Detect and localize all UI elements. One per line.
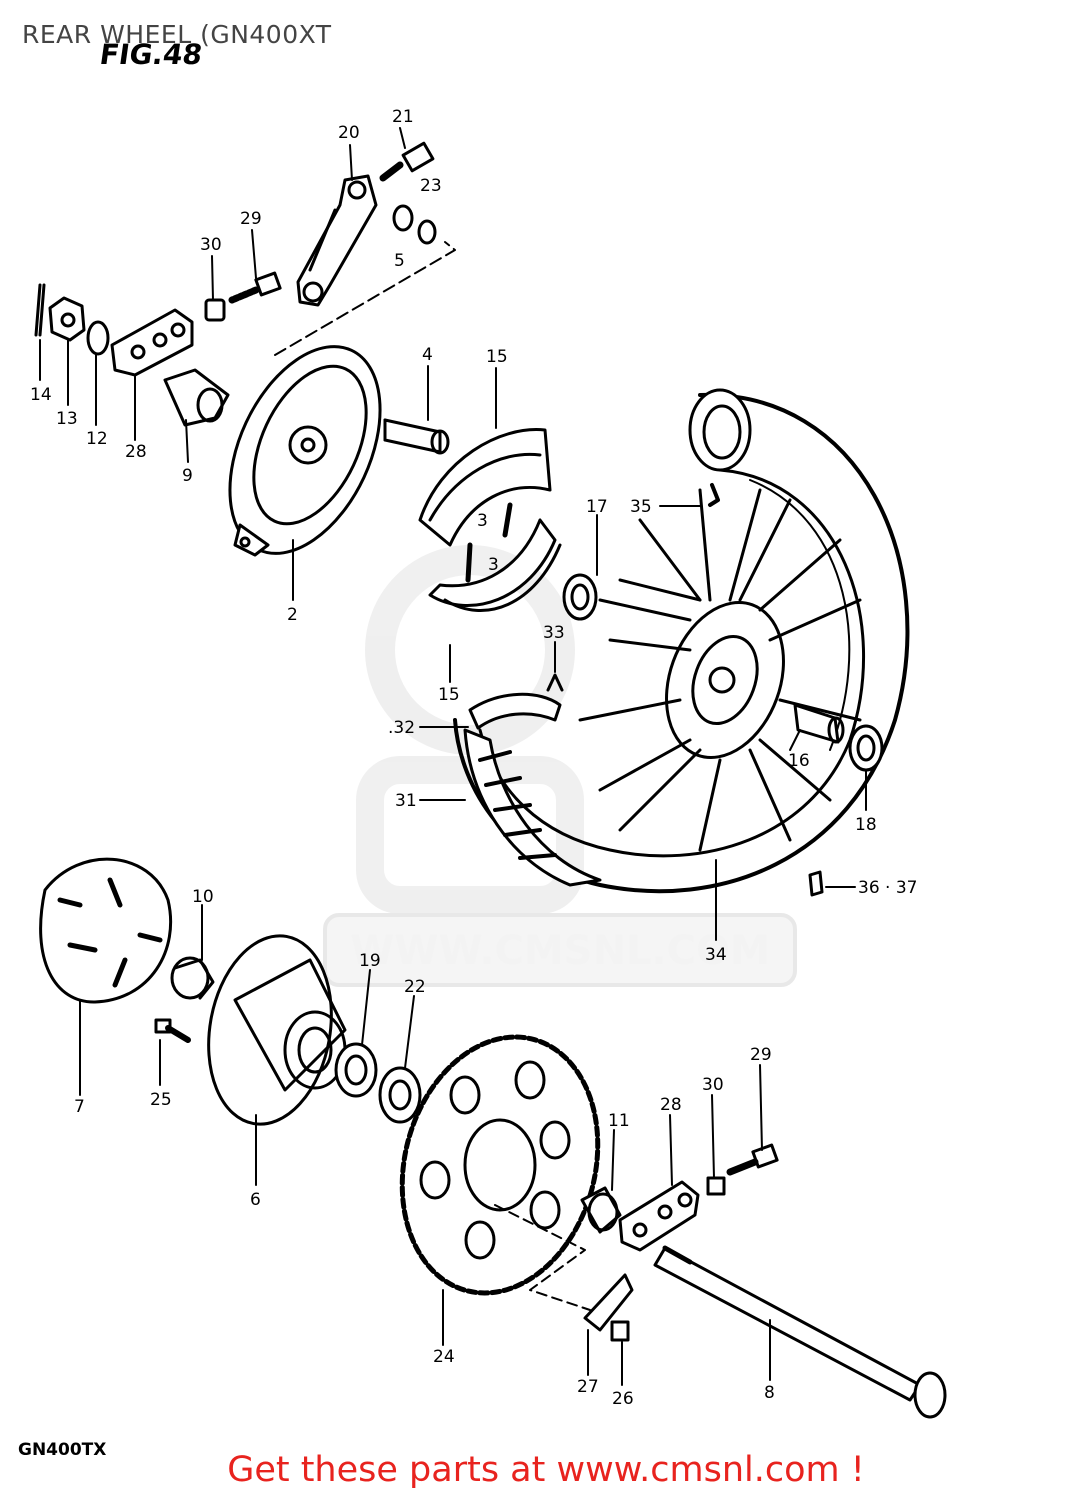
bolt-part-25	[154, 1018, 191, 1043]
chain-adjuster-part-28-lower	[618, 1180, 700, 1252]
callout-2: 2	[287, 605, 298, 625]
brake-shoe-part-15-lower	[428, 518, 562, 612]
spacer-part-10	[170, 956, 215, 1000]
callout-29-lower: 29	[750, 1045, 772, 1065]
callout-23: 23	[420, 176, 442, 196]
callout-labels: 21 20 23 29 30 5 14 13 12 28 9 4 15 3 3 …	[30, 107, 917, 1409]
nipple-part-35	[708, 483, 720, 507]
callout-25: 25	[150, 1090, 172, 1110]
callout-29-upper: 29	[240, 209, 262, 229]
callout-19: 19	[359, 951, 381, 971]
page-title: REAR WHEEL (GN400XT	[22, 20, 332, 49]
callout-9: 9	[182, 466, 193, 486]
callout-15-upper: 15	[486, 347, 508, 367]
nut-part-26	[610, 1320, 630, 1342]
callout-5: 5	[394, 251, 405, 271]
spring-part-3-upper	[502, 502, 513, 538]
bolt-part-29-lower	[726, 1143, 779, 1176]
watermark-logo: WWW.CMSNL.COM	[323, 545, 797, 987]
cush-drive-damper-part-7	[39, 857, 173, 1004]
chain-adjuster-part-28-upper	[110, 308, 194, 377]
spacer-part-9	[163, 368, 230, 427]
footer-promo-link[interactable]: Get these parts at www.cmsnl.com !	[227, 1450, 865, 1490]
lock-washer-part-27	[583, 1273, 634, 1332]
watermark-text: WWW.CMSNL.COM	[350, 928, 770, 974]
castle-nut-part-13	[48, 296, 86, 342]
callout-15-lower: 15	[438, 685, 460, 705]
callout-22: 22	[404, 977, 426, 997]
callout-17: 17	[586, 497, 608, 517]
rear-sprocket-part-24	[399, 1034, 601, 1296]
callout-27: 27	[577, 1377, 599, 1397]
brake-shoe-part-15-upper	[418, 428, 552, 547]
bearing-part-18	[848, 724, 884, 772]
tube-part-32	[468, 692, 562, 730]
bolt-part-29-upper	[228, 271, 282, 304]
brake-arm-part-20	[296, 174, 378, 307]
cotter-pin-part-14	[34, 283, 46, 337]
sprocket-hub-part-6	[207, 934, 347, 1126]
balance-weight-part-36-37	[808, 870, 824, 897]
callout-28-upper: 28	[125, 442, 147, 462]
washer-part-23	[417, 219, 437, 245]
nut-part-30-lower	[706, 1176, 726, 1196]
callout-24: 24	[433, 1347, 455, 1367]
brake-panel-part-2	[228, 345, 382, 557]
callout-11: 11	[608, 1111, 630, 1131]
callout-26: 26	[612, 1389, 634, 1409]
callout-21: 21	[392, 107, 414, 127]
callout-31: 31	[395, 791, 417, 811]
callout-34: 34	[705, 945, 727, 965]
callout-7: 7	[74, 1097, 85, 1117]
callout-3-upper: 3	[477, 511, 488, 531]
spacer-part-16	[793, 703, 845, 744]
valve-part-33	[546, 673, 564, 692]
callout-4: 4	[422, 345, 433, 365]
callout-36-37: 36 · 37	[858, 878, 917, 898]
seal-part-17	[562, 573, 598, 621]
washer-part-12	[86, 320, 110, 356]
callout-18: 18	[855, 815, 877, 835]
callout-16: 16	[788, 751, 810, 771]
callout-3-lower: 3	[488, 555, 499, 575]
callout-35: 35	[630, 497, 652, 517]
model-code-label: GN400TX	[18, 1440, 107, 1460]
callout-20: 20	[338, 123, 360, 143]
bolt-part-21	[379, 141, 435, 182]
bearing-part-19	[334, 1042, 378, 1098]
nut-part-30-upper	[204, 298, 226, 322]
brake-cam-part-4	[383, 418, 450, 455]
callout-10: 10	[192, 887, 214, 907]
callout-12: 12	[86, 429, 108, 449]
seal-part-22	[378, 1066, 422, 1124]
callout-8: 8	[764, 1383, 775, 1403]
callout-6: 6	[250, 1190, 261, 1210]
washer-part-5	[392, 204, 414, 232]
callout-14: 14	[30, 385, 52, 405]
spacer-part-11	[580, 1186, 622, 1234]
axle-part-8	[653, 1245, 947, 1419]
tire-part-31	[463, 728, 602, 887]
callout-13: 13	[56, 409, 78, 429]
callout-30-upper: 30	[200, 235, 222, 255]
leader-lines	[39, 127, 867, 1386]
callout-28-lower: 28	[660, 1095, 682, 1115]
callout-30-lower: 30	[702, 1075, 724, 1095]
spring-part-3-lower	[465, 542, 473, 583]
callout-32: .32	[388, 718, 415, 738]
callout-33: 33	[543, 623, 565, 643]
